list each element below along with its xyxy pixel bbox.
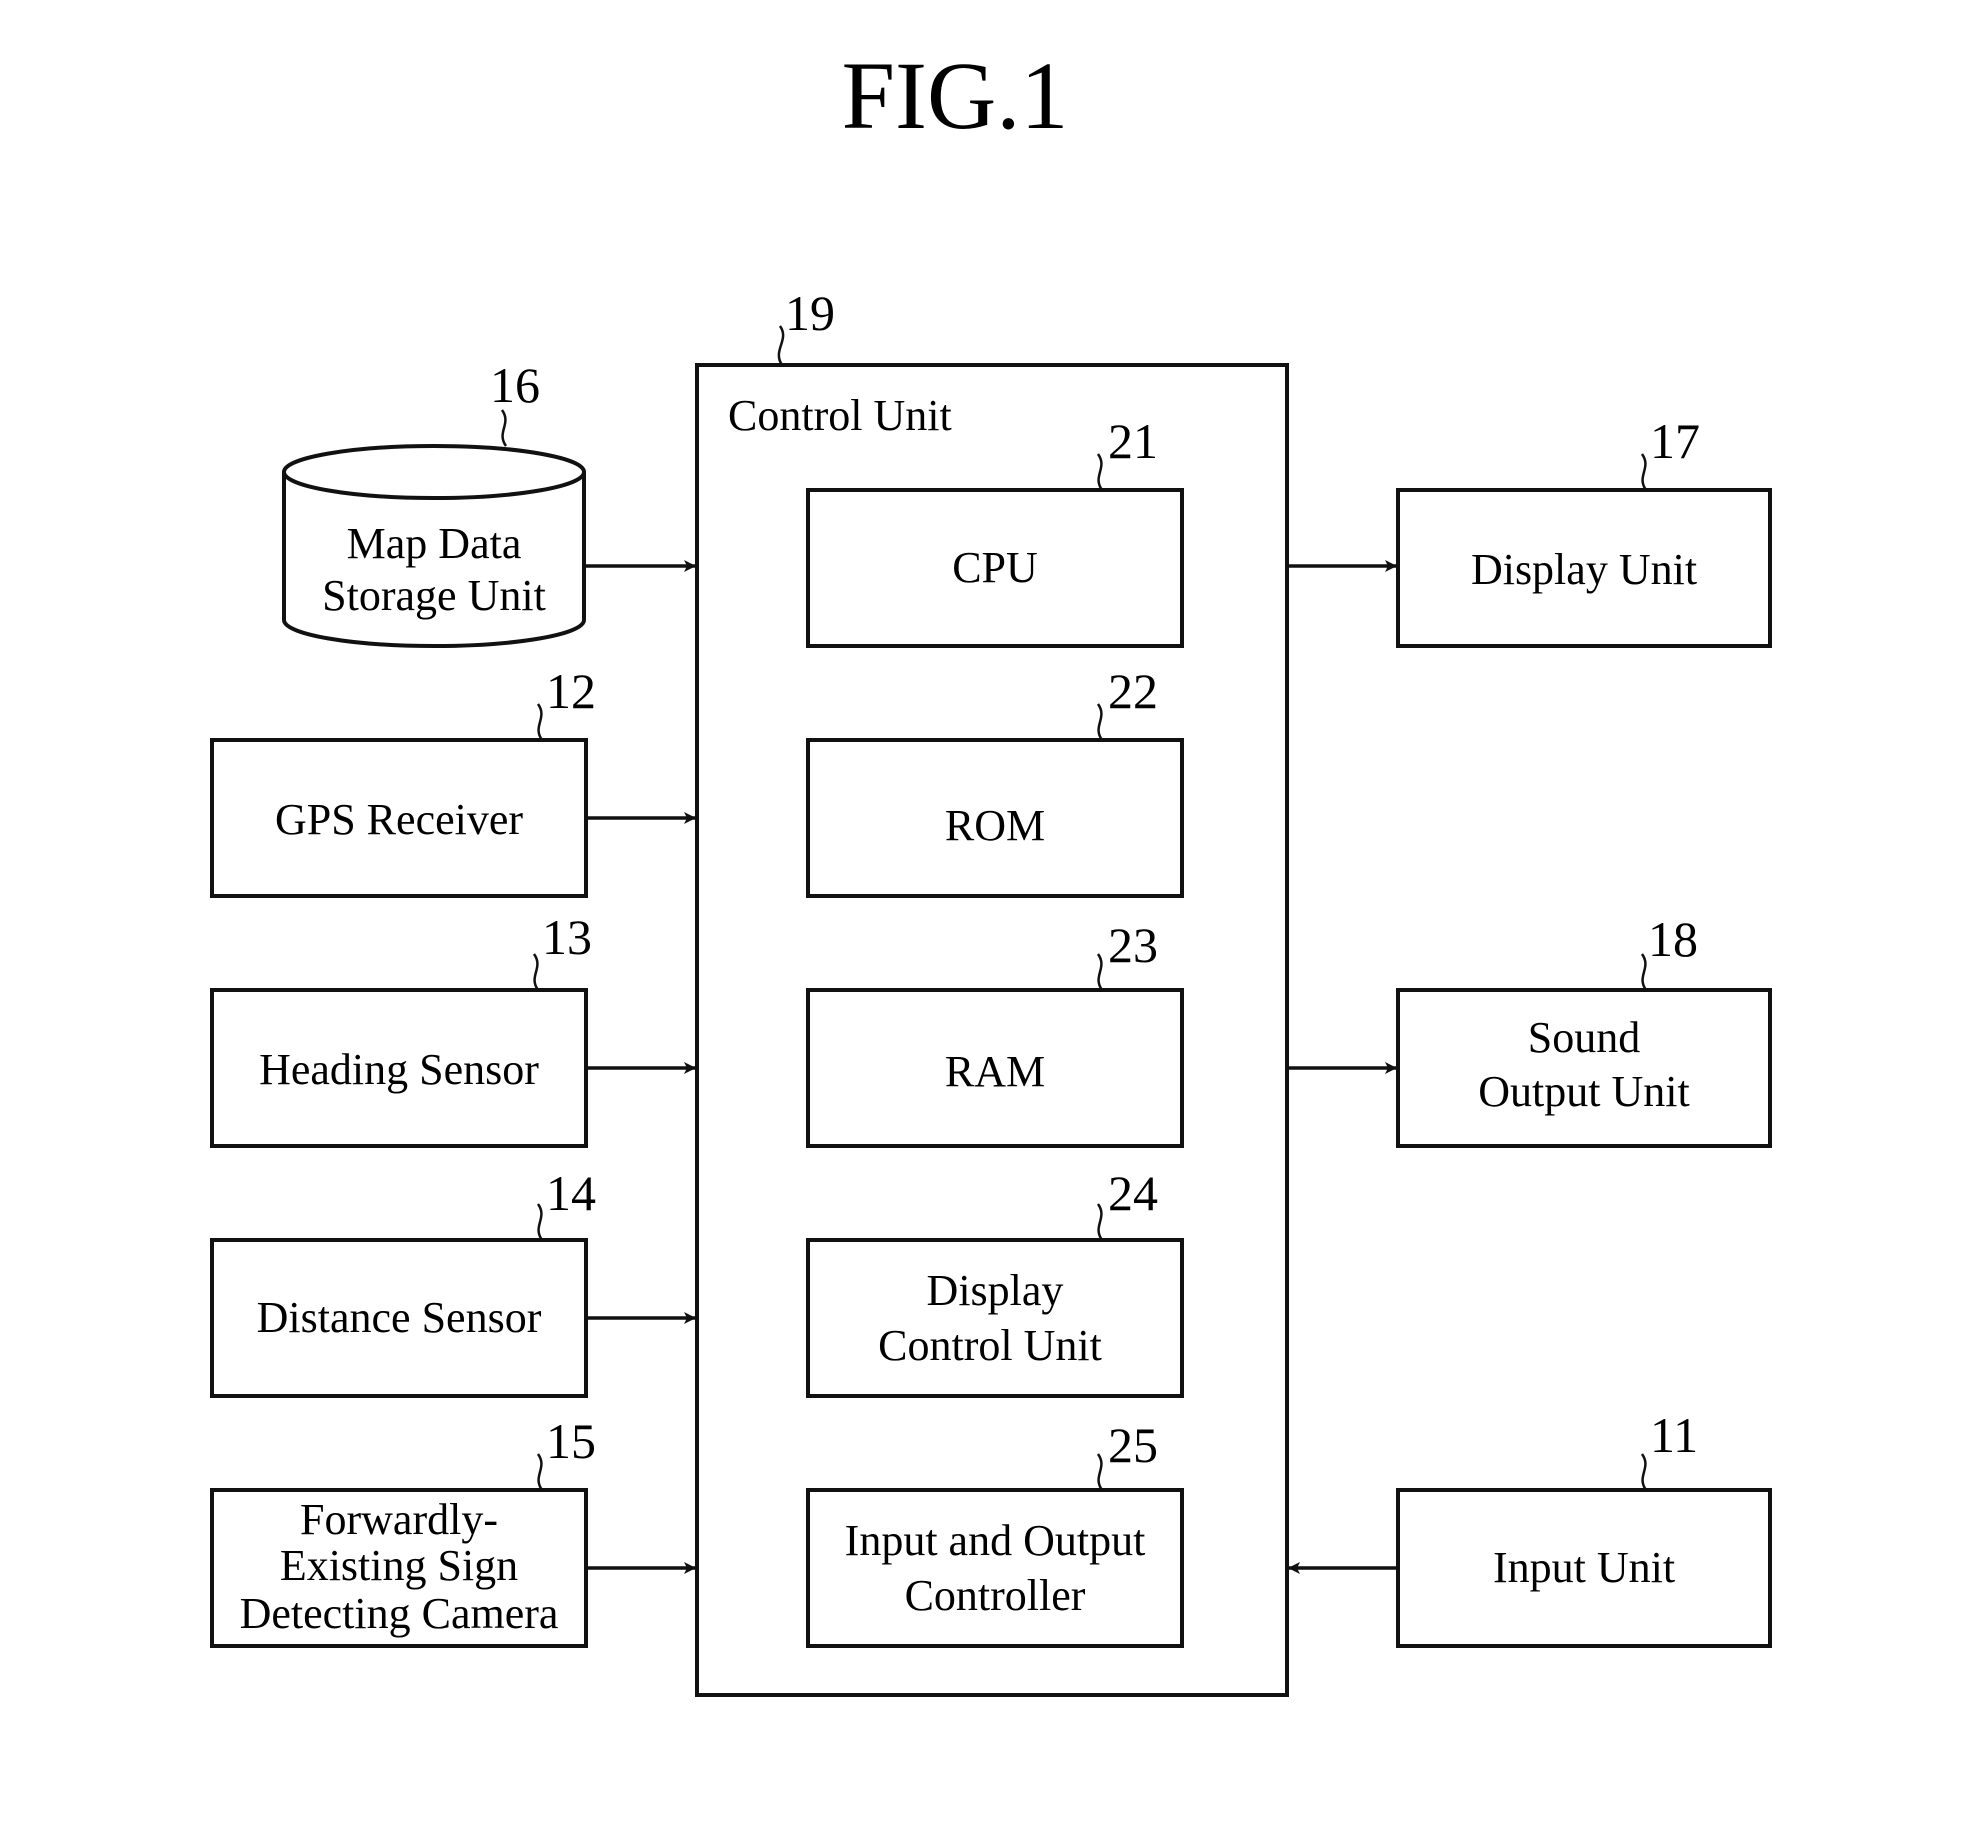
sound-output-unit-leader [1642,954,1646,990]
input-unit-label: Input Unit [1493,1543,1675,1592]
control-unit-label: Control Unit [728,391,952,440]
map-data-storage-block: Map Data Storage Unit 16 [284,357,584,646]
control-unit-ref: 19 [785,285,835,341]
ram-label: RAM [945,1047,1045,1096]
sign-camera-label-line1: Forwardly- [300,1495,498,1544]
io-controller-ref: 25 [1108,1417,1158,1473]
heading-sensor-leader [534,954,538,990]
distance-sensor-block: Distance Sensor 14 [212,1165,596,1396]
input-unit-ref: 11 [1650,1407,1698,1463]
display-unit-ref: 17 [1650,413,1700,469]
display-unit-block: Display Unit 17 [1398,413,1770,646]
distance-sensor-ref: 14 [546,1165,596,1221]
gps-receiver-label: GPS Receiver [275,795,523,844]
sound-output-unit-ref: 18 [1648,911,1698,967]
display-control-unit-ref: 24 [1108,1165,1158,1221]
sign-camera-block: Forwardly- Existing Sign Detecting Camer… [212,1413,596,1646]
gps-receiver-block: GPS Receiver 12 [212,663,596,896]
map-data-storage-cylinder-top [284,446,584,498]
rom-ref: 22 [1108,663,1158,719]
display-control-unit-box [808,1240,1182,1396]
distance-sensor-label: Distance Sensor [257,1293,542,1342]
sign-camera-ref: 15 [546,1413,596,1469]
sign-camera-leader [538,1454,542,1490]
control-unit-leader [779,326,783,365]
map-data-storage-leader [502,410,506,446]
heading-sensor-block: Heading Sensor 13 [212,909,592,1146]
sound-output-unit-label-line1: Sound [1528,1013,1640,1062]
sound-output-unit-block: Sound Output Unit 18 [1398,911,1770,1146]
map-data-storage-label-line1: Map Data [347,519,522,568]
input-unit-block: Input Unit 11 [1398,1407,1770,1646]
display-control-unit-label-line2: Control Unit [878,1321,1102,1370]
io-controller-label-line2: Controller [905,1571,1086,1620]
display-control-unit-label-line1: Display [927,1266,1064,1315]
gps-receiver-leader [538,704,542,740]
sign-camera-label-line3: Detecting Camera [240,1589,559,1638]
cpu-ref: 21 [1108,413,1158,469]
display-unit-leader [1642,454,1646,490]
map-data-storage-ref: 16 [490,357,540,413]
gps-receiver-ref: 12 [546,663,596,719]
io-controller-label-line1: Input and Output [845,1516,1146,1565]
map-data-storage-label-line2: Storage Unit [322,571,546,620]
distance-sensor-leader [538,1204,542,1240]
heading-sensor-label: Heading Sensor [259,1045,539,1094]
cpu-label: CPU [952,543,1038,592]
heading-sensor-ref: 13 [542,909,592,965]
rom-label: ROM [945,801,1045,850]
display-unit-label: Display Unit [1471,545,1697,594]
io-controller-box [808,1490,1182,1646]
sign-camera-label-line2: Existing Sign [280,1541,518,1590]
input-unit-leader [1642,1454,1646,1490]
figure-title: FIG.1 [842,42,1069,149]
sound-output-unit-label-line2: Output Unit [1478,1067,1689,1116]
ram-ref: 23 [1108,917,1158,973]
